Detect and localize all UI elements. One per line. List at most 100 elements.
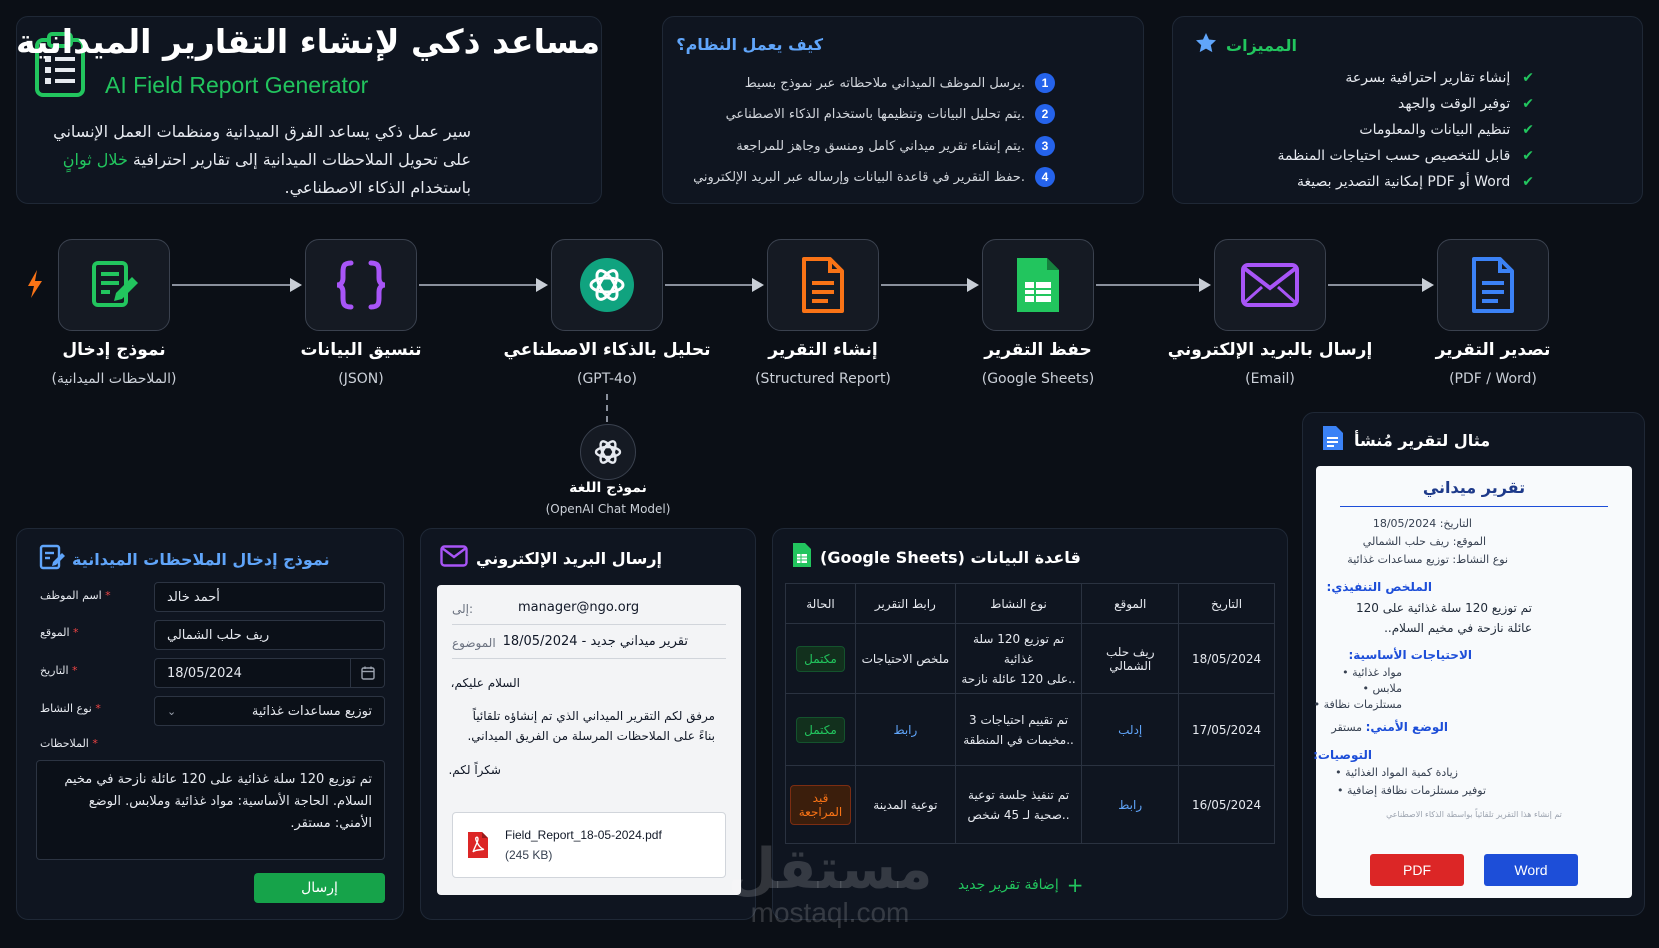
activity-type-select[interactable]: ⌄ توزيع مساعدات غذائية	[154, 696, 385, 726]
need-item: مواد غذائية •	[1342, 666, 1402, 679]
desc-line-1: سير عمل ذكي يساعد الفرق الميدانية ومنظما…	[53, 122, 471, 141]
model-node[interactable]	[580, 424, 636, 480]
table-row[interactable]: قيد المراجعة توعية المدينة تم تنفيذ جلسة…	[785, 765, 1275, 844]
model-connector	[606, 394, 608, 422]
report-footer: تم إنشاء هذا التقرير تلقائياً بواسطة الذ…	[1386, 810, 1562, 819]
feature-item: توفير الوقت والجهد✔	[1398, 96, 1534, 112]
reports-table: الحالة رابط التقرير نوع النشاط الموقع ال…	[785, 583, 1275, 844]
employee-name-input[interactable]: أحمد خالد	[154, 582, 385, 612]
summary-text: تم توزيع 120 سلة غذائية على 120 عائلة نا…	[1356, 601, 1532, 635]
flow-label: تصدير التقرير	[1435, 340, 1551, 360]
table-header-row: الحالة رابط التقرير نوع النشاط الموقع ال…	[785, 583, 1275, 624]
location-input[interactable]: ريف حلب الشمالي	[154, 620, 385, 650]
flow-node-email[interactable]	[1214, 239, 1326, 331]
watermark-arabic: مستقل	[727, 837, 933, 902]
needs-heading: الاحتياجات الأساسية:	[1348, 648, 1472, 662]
col-date: التاريخ	[1178, 583, 1275, 624]
desc-line-3: باستخدام الذكاء الاصطناعي.	[284, 178, 472, 197]
pdf-export-button[interactable]: PDF	[1370, 854, 1464, 886]
pdf-file-icon	[466, 830, 490, 864]
cell-link[interactable]: رابط	[854, 693, 956, 766]
feature-item: قابل للتخصيص حسب احتياجات المنظمة✔	[1277, 148, 1534, 164]
model-label: نموذج اللغة	[569, 480, 647, 496]
lightning-icon	[26, 270, 44, 302]
flow-arrow	[665, 278, 764, 292]
form-edit-small-icon	[38, 543, 66, 575]
cell-location: ريف حلب الشمالي	[1081, 623, 1180, 694]
flow-label: تحليل بالذكاء الاصطناعي	[503, 340, 711, 360]
braces-icon	[336, 260, 386, 310]
status-badge: مكتمل	[796, 716, 845, 743]
word-export-button[interactable]: Word	[1484, 854, 1578, 886]
how-title: كيف يعمل النظام؟	[676, 35, 823, 54]
calendar-icon[interactable]	[350, 659, 384, 687]
watermark-url: mostaql.com	[750, 897, 910, 928]
db-title-row: قاعدة البيانات (Google Sheets)	[792, 542, 1081, 572]
feature-item: تنظيم البيانات والمعلومات✔	[1359, 122, 1534, 138]
flow-label: تنسيق البيانات	[300, 340, 422, 360]
table-row[interactable]: مكتمل ملخص الاحتياجات تم توزيع 120 سلة غ…	[785, 623, 1275, 694]
flow-node-report[interactable]	[767, 239, 879, 331]
email-title: إرسال البريد الإلكتروني	[476, 548, 663, 568]
email-divider	[452, 658, 726, 659]
security-line: الوضع الأمني: مستقر	[1331, 720, 1448, 734]
feature-item: إنشاء تقارير احترافية بسرعة✔	[1345, 70, 1534, 86]
email-attachment[interactable]	[452, 812, 726, 878]
date-input[interactable]: 18/05/2024	[154, 658, 385, 688]
form-edit-icon	[92, 261, 138, 307]
cell-link[interactable]: ملخص الاحتياجات	[854, 623, 956, 694]
desc-line-2: على تحويل الملاحظات الميدانية إلى تقارير…	[62, 150, 471, 169]
flow-label: نموذج إدخال	[62, 340, 166, 360]
report-date: التاريخ: 18/05/2024	[1372, 517, 1472, 530]
flow-node-ai[interactable]	[551, 239, 663, 331]
notes-textarea[interactable]: تم توزيع 120 سلة غذائية على 120 عائلة نا…	[36, 760, 385, 860]
email-body: مرفق لكم التقرير الميداني الذي تم إنشاؤه…	[467, 709, 715, 743]
status-badge: مكتمل	[796, 645, 845, 672]
flow-label: إنشاء التقرير	[768, 340, 878, 360]
flow-sublabel: (GPT-4o)	[576, 371, 637, 387]
cell-link[interactable]: توعية المدينة	[854, 765, 956, 844]
col-link: رابط التقرير	[854, 583, 956, 624]
feature-item: إمكانية التصدير بصيغة PDF أو Word✔	[1297, 174, 1534, 190]
page-subtitle: AI Field Report Generator	[105, 72, 369, 98]
flow-node-export[interactable]	[1437, 239, 1549, 331]
email-title-row: إرسال البريد الإلكتروني	[440, 545, 662, 571]
activity-type-value: توزيع مساعدات غذائية	[251, 703, 372, 719]
export-document-icon	[1472, 257, 1514, 313]
recommendation-item: توفير مستلزمات نظافة إضافية •	[1336, 784, 1486, 797]
sample-title-row: مثال لتقرير مُنشأ	[1322, 425, 1490, 455]
sheets-small-icon	[792, 542, 812, 572]
flow-node-form[interactable]	[58, 239, 170, 331]
model-sublabel: (OpenAI Chat Model)	[545, 502, 671, 516]
check-icon: ✔	[1522, 96, 1534, 112]
flow-node-json[interactable]	[305, 239, 417, 331]
page-title: مساعد ذكي لإنشاء التقارير الميدانية	[15, 22, 600, 61]
cell-date: 16/05/2024	[1178, 765, 1275, 844]
step-number: 1	[1035, 73, 1055, 93]
sample-title: مثال لتقرير مُنشأ	[1354, 430, 1491, 450]
need-item: ملابس •	[1362, 682, 1402, 695]
flow-arrow	[172, 278, 302, 292]
flow-arrow	[419, 278, 548, 292]
summary-heading: الملخص التنفيذي:	[1326, 580, 1432, 594]
openai-small-icon	[594, 440, 622, 464]
step-number: 3	[1035, 136, 1055, 156]
plus-icon: +	[1066, 873, 1084, 897]
cell-date: 18/05/2024	[1178, 623, 1275, 694]
features-title: المميزات	[1226, 35, 1297, 55]
flow-sublabel: (الملاحظات الميدانية)	[51, 371, 177, 387]
flow-sublabel: (Email)	[1245, 371, 1295, 387]
step-number: 4	[1035, 167, 1055, 187]
how-step: يتم تحليل البيانات وتنظيمها باستخدام الذ…	[726, 104, 1055, 124]
add-report-button[interactable]: إضافة تقرير جديد +	[958, 873, 1083, 897]
flow-node-sheets[interactable]	[982, 239, 1094, 331]
flow-label: حفظ التقرير	[984, 340, 1092, 360]
flow-sublabel: (Structured Report)	[755, 371, 891, 387]
form-title-row: نموذج إدخال الملاحظات الميدانية	[38, 543, 330, 575]
how-step: يرسل الموظف الميداني ملاحظاته عبر نموذج …	[745, 73, 1055, 93]
email-greeting: السلام عليكم،	[450, 676, 520, 690]
submit-button[interactable]: إرسال	[254, 873, 385, 903]
form-label-notes: الملاحظات *	[40, 737, 98, 750]
